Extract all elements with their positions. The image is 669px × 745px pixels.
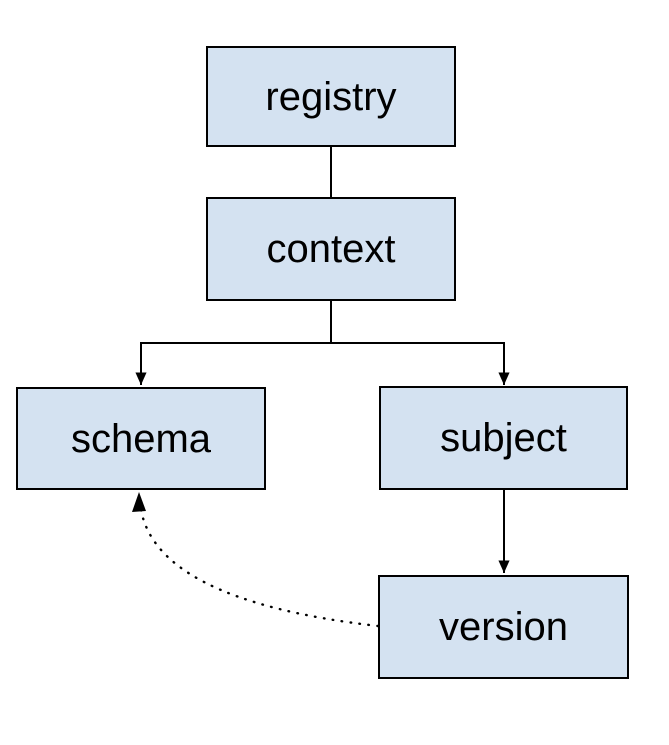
node-registry: registry	[206, 46, 456, 147]
node-schema-label: schema	[70, 416, 212, 461]
node-subject: subject	[379, 386, 628, 490]
node-context: context	[206, 197, 456, 301]
node-version-label: version	[439, 605, 568, 649]
edge-context-subject	[330, 301, 510, 385]
edge-version-schema-arrowhead-icon	[132, 492, 146, 512]
node-context-label: context	[266, 227, 396, 271]
node-version: version	[378, 575, 629, 679]
edge-version-schema	[138, 501, 380, 628]
node-registry-label: registry	[265, 74, 397, 119]
node-subject-label: subject	[440, 416, 567, 460]
node-schema: schema	[16, 387, 266, 490]
edge-context-schema	[135, 301, 332, 385]
